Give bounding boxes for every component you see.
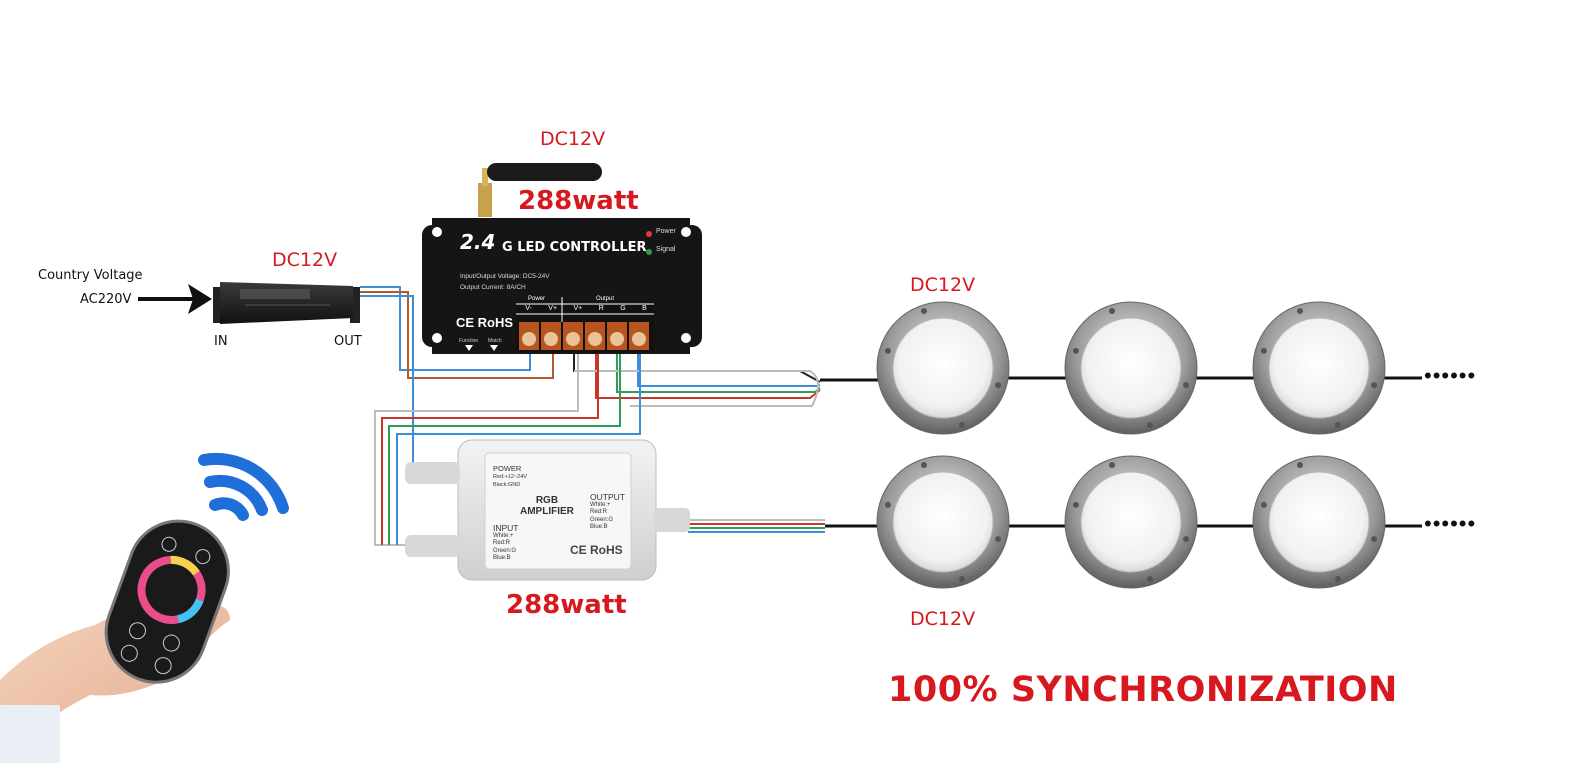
terminal-v-plus-2: V+ <box>573 305 583 312</box>
pool-lamps <box>876 301 1386 589</box>
led-controller <box>422 163 702 354</box>
amp-power-block: POWER Red:+12~24V Black:GND <box>493 465 527 489</box>
terminal-r: R <box>598 305 604 312</box>
psu-voltage-label: DC12V <box>272 249 338 271</box>
ac-voltage-label: AC220V <box>80 292 132 307</box>
controller-spec-voltage: Input/Output Voltage: DC5-24V <box>460 273 550 280</box>
amplifier-wattage-label: 288watt <box>506 590 627 620</box>
amp-power-title: POWER <box>493 464 522 473</box>
ac-input-arrow <box>138 284 212 314</box>
amp-output-line: White:+ <box>590 501 611 508</box>
amp-name: RGB AMPLIFIER <box>520 495 574 517</box>
rgb-amplifier <box>405 439 690 581</box>
signal-led <box>646 249 652 255</box>
amp-input-line: White:+ <box>493 532 514 539</box>
lamp-cables <box>820 376 1422 528</box>
amp-cert: CE RoHS <box>570 543 623 557</box>
pool-lamp <box>1252 301 1386 435</box>
amp-input-line: Blue:B <box>493 555 511 561</box>
amp-name-line1: RGB <box>535 495 559 506</box>
terminal-v-minus: V- <box>525 305 532 312</box>
amp-output-line: Green:G <box>590 516 614 523</box>
terminal-group-output: Output <box>596 296 615 302</box>
amplifier-output-wires <box>688 519 825 533</box>
pool-lamp <box>1064 301 1198 435</box>
psu-out-label: OUT <box>334 334 362 349</box>
wireless-signal-icon <box>198 452 289 521</box>
amp-input-block: INPUT White:+ Red:R Green:G Blue:B <box>493 523 519 563</box>
more-lamps-top: •••••• <box>1424 363 1477 388</box>
terminal-group-power: Power <box>528 296 546 302</box>
signal-led-label: Signal <box>656 246 676 253</box>
pool-lamp <box>1252 455 1386 589</box>
antenna-base <box>478 183 492 217</box>
psu-in-label: IN <box>214 334 228 349</box>
power-supply <box>213 282 360 324</box>
amp-output-title: OUTPUT <box>590 492 625 502</box>
amp-power-black: Black:GND <box>493 482 521 488</box>
controller-to-amplifier-wires <box>374 345 641 546</box>
amp-input-title: INPUT <box>493 523 519 533</box>
amp-output-line: Blue:B <box>590 524 608 530</box>
pool-lamp <box>876 455 1010 589</box>
lamps-bottom-voltage-label: DC12V <box>910 608 976 630</box>
terminal-b: B <box>642 305 647 312</box>
power-led <box>646 231 652 237</box>
amp-name-line2: AMPLIFIER <box>520 506 574 517</box>
amp-input-line: Red:R <box>493 540 511 546</box>
pool-lamp <box>876 301 1010 435</box>
controller-cert: CE RoHS <box>456 315 514 330</box>
match-button-label: Match <box>488 338 502 344</box>
terminal-g: G <box>620 305 626 312</box>
synchronization-heading: 100% SYNCHRONIZATION <box>888 670 1398 710</box>
amp-input-line: Green:G <box>493 547 517 554</box>
lamps-top-voltage-label: DC12V <box>910 274 976 296</box>
terminal-v-plus-1: V+ <box>548 305 558 312</box>
amp-power-red: Red:+12~24V <box>493 474 527 480</box>
amp-output-line: Red:R <box>590 509 608 515</box>
antenna <box>487 163 602 181</box>
controller-title: G LED CONTROLLER <box>502 240 647 255</box>
controller-spec-current: Output Current: 8A/CH <box>460 284 526 291</box>
function-button-label: Function <box>459 338 479 344</box>
remote-control <box>0 519 230 763</box>
terminal-labels: V- V+ V+ R G B <box>517 305 655 312</box>
power-led-label: Power <box>656 228 676 235</box>
amp-output-block: OUTPUT White:+ Red:R Green:G Blue:B <box>590 492 625 532</box>
country-voltage-label: Country Voltage <box>38 268 143 283</box>
controller-voltage-label: DC12V <box>540 128 606 150</box>
more-lamps-bottom: •••••• <box>1424 511 1477 536</box>
controller-output-wires <box>573 345 821 407</box>
pool-lamp <box>1064 455 1198 589</box>
controller-logo: 2.4 <box>460 230 496 254</box>
controller-wattage-label: 288watt <box>518 186 639 216</box>
